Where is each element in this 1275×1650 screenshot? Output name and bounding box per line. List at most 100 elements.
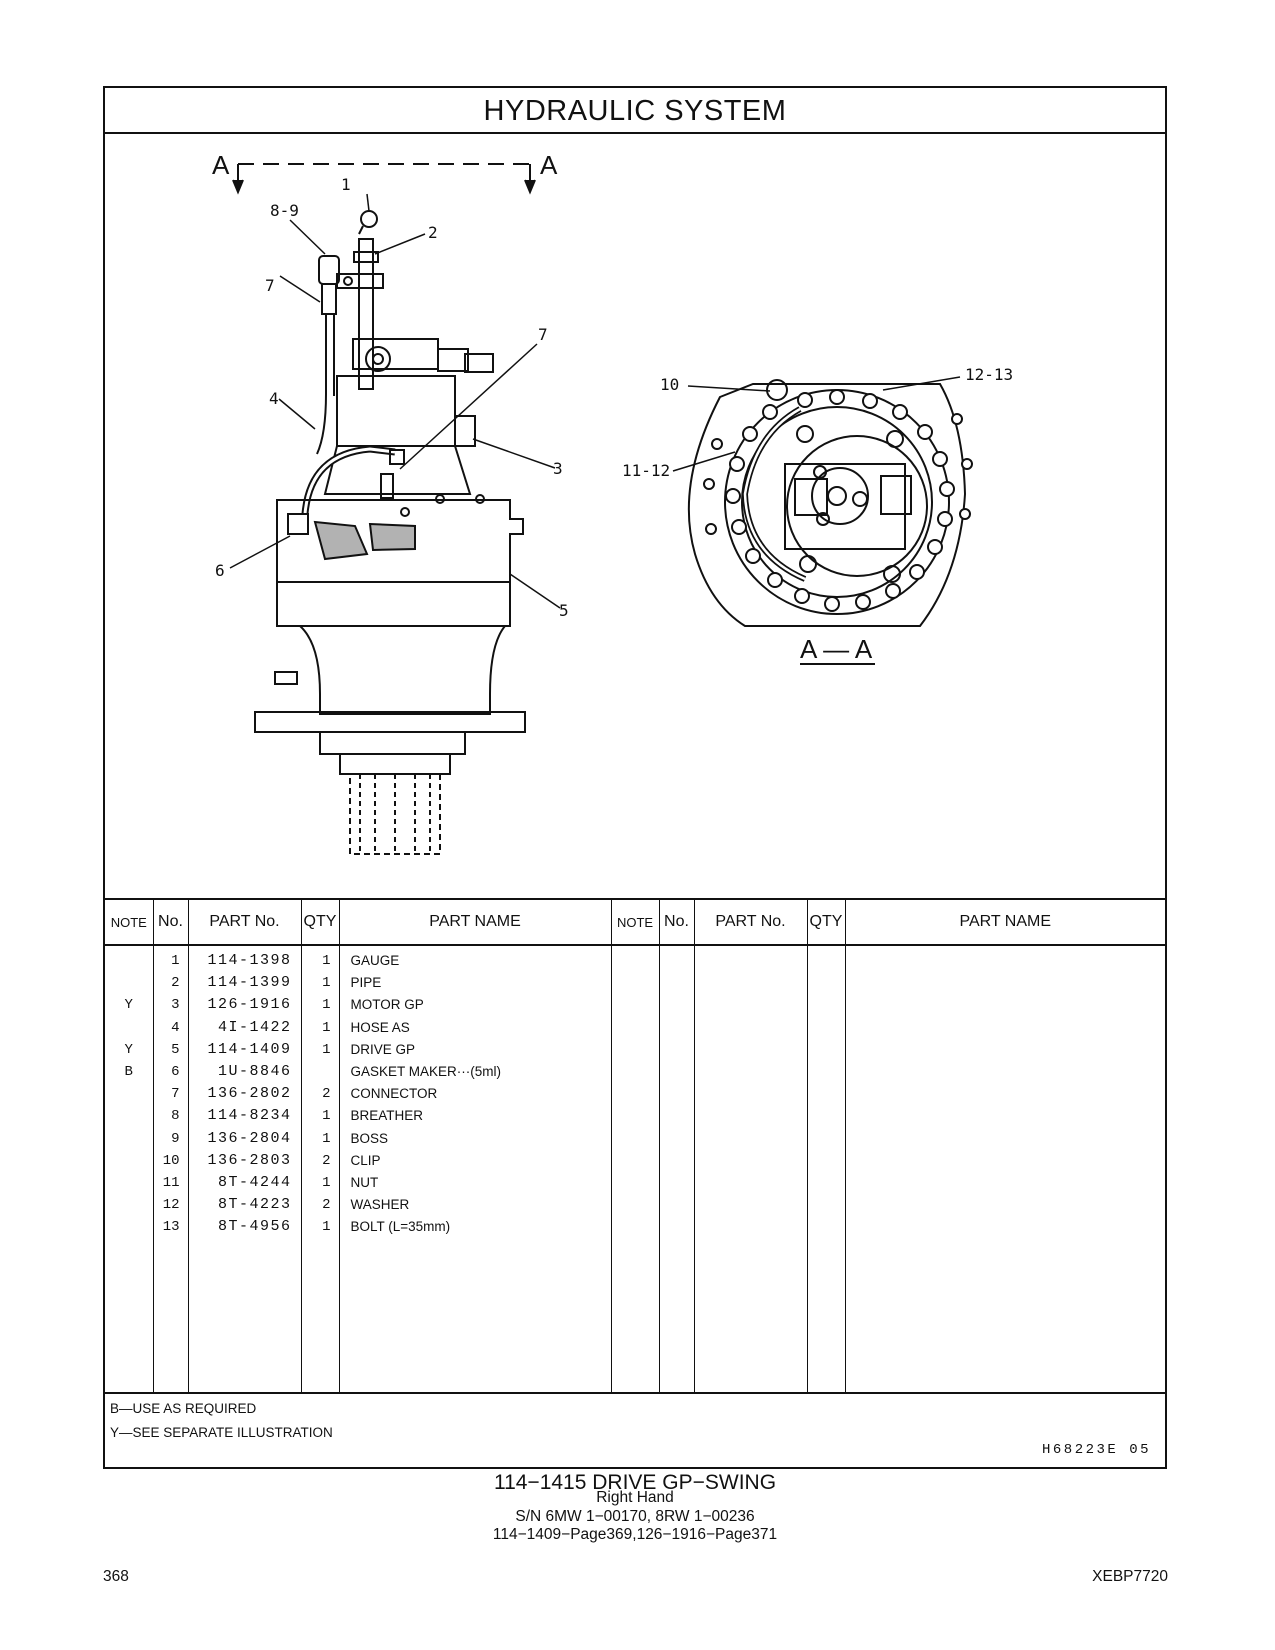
row-number: 7: [171, 1086, 180, 1103]
row-part-number: 8T-4223: [217, 1196, 292, 1214]
row-quantity: 1: [322, 1130, 331, 1147]
header-part-name-right: PART NAME: [844, 898, 1165, 946]
header-note: NOTE: [105, 898, 153, 946]
callout-7-left: 7: [265, 276, 275, 295]
callout-5: 5: [559, 601, 569, 620]
no-column-right: [658, 945, 694, 1394]
header-no-right: No.: [658, 898, 694, 946]
callout-8-9: 8-9: [270, 201, 299, 220]
row-note: [105, 1172, 153, 1194]
header-part-no: PART No.: [187, 898, 301, 946]
row-quantity: 1: [322, 1041, 331, 1058]
row-part-name: WASHER: [350, 1197, 410, 1213]
assembly-title: 114−1415 DRIVE GP−SWING: [493, 1471, 777, 1494]
row-number: 6: [171, 1063, 180, 1080]
page-references: 114−1409−Page369,126−1916−Page371: [492, 1526, 778, 1543]
row-number: 11: [162, 1174, 180, 1191]
row-number: 9: [171, 1130, 180, 1147]
page-frame: HYDRAULIC SYSTEM: [103, 86, 1167, 1469]
row-number: 3: [171, 997, 180, 1014]
row-note: [105, 950, 153, 972]
drawing-code: H68223E 05: [1041, 1442, 1151, 1458]
row-part-number: 1U-8846: [217, 1062, 292, 1080]
page-title: HYDRAULIC SYSTEM: [105, 88, 1165, 134]
row-part-number: 126-1916: [207, 996, 292, 1014]
document-code: XEBP7720: [1092, 1568, 1168, 1585]
row-note: Y: [124, 997, 133, 1014]
row-quantity: 1: [322, 1019, 331, 1036]
callout-4: 4: [269, 389, 279, 408]
row-quantity: 1: [322, 997, 331, 1014]
assembly-hand: Right Hand: [596, 1489, 674, 1506]
page-number: 368: [103, 1568, 129, 1585]
drive-gp-swing-drawing: A A 1 2 3 4 5 6 7 7 8-9 10 11-12 12-13 A…: [212, 150, 1013, 855]
row-part-number: 114-1398: [207, 952, 292, 969]
header-part-name: PART NAME: [338, 898, 611, 946]
row-quantity: 1: [322, 953, 331, 969]
row-quantity: 1: [322, 1219, 331, 1236]
parts-table: NOTE No. PART No. QTY PART NAME NOTE No.…: [105, 898, 1165, 1394]
callout-6: 6: [215, 561, 225, 580]
row-quantity: 1: [322, 975, 331, 992]
row-part-number: 136-2802: [207, 1085, 292, 1103]
callout-10: 10: [660, 375, 679, 394]
row-part-name: NUT: [350, 1174, 379, 1190]
row-quantity: 2: [322, 1086, 331, 1103]
row-part-number: 114-1399: [207, 974, 292, 992]
serial-numbers: S/N 6MW 1−00170, 8RW 1−00236: [515, 1508, 755, 1525]
callout-1: 1: [341, 175, 351, 194]
row-number: 4: [171, 1019, 180, 1036]
callout-11-12: 11-12: [622, 461, 670, 480]
note-column-right: [610, 945, 659, 1394]
header-qty-right: QTY: [806, 898, 845, 946]
row-part-name: CONNECTOR: [350, 1086, 438, 1102]
row-note: B: [124, 1063, 133, 1080]
row-number: 5: [171, 1041, 180, 1058]
row-number: 13: [162, 1219, 180, 1236]
row-part-number: 8T-4956: [217, 1218, 292, 1236]
part-no-column-right: [693, 945, 807, 1394]
row-note: [105, 1194, 153, 1216]
legend-b: B—USE AS REQUIRED: [110, 1401, 257, 1416]
header-no: No.: [152, 898, 188, 946]
row-part-name: BOSS: [350, 1130, 389, 1146]
header-qty: QTY: [300, 898, 339, 946]
row-number: 12: [162, 1197, 180, 1214]
row-number: 1: [171, 953, 180, 969]
row-part-number: 114-1409: [207, 1040, 292, 1058]
row-note: [105, 1105, 153, 1127]
row-note: [105, 1128, 153, 1150]
row-part-number: 136-2803: [207, 1151, 292, 1169]
row-part-number: 136-2804: [207, 1129, 292, 1147]
row-note: [105, 1150, 153, 1172]
callout-7-right: 7: [538, 325, 548, 344]
header-part-no-right: PART No.: [693, 898, 807, 946]
row-part-name: CLIP: [350, 1152, 381, 1168]
row-quantity: 2: [322, 1197, 331, 1214]
row-note: [105, 972, 153, 994]
section-view-label: A — A: [800, 634, 873, 664]
parts-illustration: A A 1 2 3 4 5 6 7 7 8-9 10 11-12 12-13 A…: [105, 134, 1165, 898]
row-part-name: HOSE AS: [350, 1019, 410, 1035]
row-note: [105, 1083, 153, 1105]
row-quantity: 1: [322, 1108, 331, 1125]
qty-column-right: [806, 945, 845, 1394]
row-part-name: PIPE: [350, 975, 382, 991]
row-quantity: 2: [322, 1152, 331, 1169]
row-number: 10: [162, 1152, 180, 1169]
row-note: Y: [124, 1041, 133, 1058]
row-part-name: BOLT (L=35mm): [350, 1219, 451, 1235]
row-quantity: [302, 1061, 339, 1083]
callout-2: 2: [428, 223, 438, 242]
table-header-row: NOTE No. PART No. QTY PART NAME NOTE No.…: [105, 898, 1165, 946]
row-part-name: MOTOR GP: [350, 997, 424, 1013]
row-number: 2: [171, 975, 180, 992]
row-part-name: DRIVE GP: [350, 1041, 416, 1057]
part-name-column-right: [844, 945, 1165, 1394]
